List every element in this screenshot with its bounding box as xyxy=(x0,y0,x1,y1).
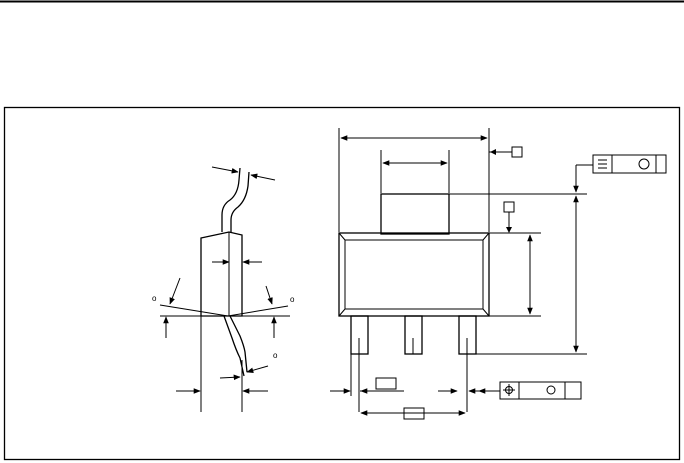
drawing-frame xyxy=(3,106,681,461)
position-frame xyxy=(478,381,582,400)
standoff-angle-right xyxy=(227,305,289,317)
datum-triangle-a xyxy=(490,149,496,155)
body-inner xyxy=(344,239,484,310)
datum-triangle-b xyxy=(506,227,512,233)
degree-mark-right: o xyxy=(290,295,295,304)
side-lead-bottom xyxy=(223,315,245,377)
angle-leader-right xyxy=(265,285,273,305)
tab xyxy=(380,193,450,235)
degree-mark-lead: o xyxy=(273,351,278,360)
flatness-circle xyxy=(638,158,650,170)
side-view: o o o xyxy=(152,166,295,412)
angle-leader-left xyxy=(169,277,181,305)
position-circle xyxy=(546,385,556,395)
bevel-tr xyxy=(482,232,490,241)
lead-foot-dim-2 xyxy=(219,374,241,381)
side-lead-bottom-inner xyxy=(229,315,248,373)
side-body xyxy=(200,231,243,317)
bevel-tl xyxy=(338,232,346,241)
lead-thickness-dim-left xyxy=(211,166,239,174)
lead-width-box xyxy=(375,377,397,390)
top-view xyxy=(330,128,667,420)
flatness-frame xyxy=(592,154,667,174)
body-outer xyxy=(338,232,490,317)
lead-span-box xyxy=(403,407,425,420)
bevel-br xyxy=(482,308,490,317)
standoff-angle-left xyxy=(159,304,229,317)
lead-foot-dim xyxy=(246,365,269,373)
lead-thickness-dim-right xyxy=(250,173,276,181)
datum-box-a xyxy=(511,146,523,158)
bevel-bl xyxy=(338,308,346,317)
datum-box-b xyxy=(503,201,515,213)
degree-mark-left: o xyxy=(152,294,157,303)
side-lead-top-inner xyxy=(230,171,250,232)
side-lead-top xyxy=(221,167,241,232)
